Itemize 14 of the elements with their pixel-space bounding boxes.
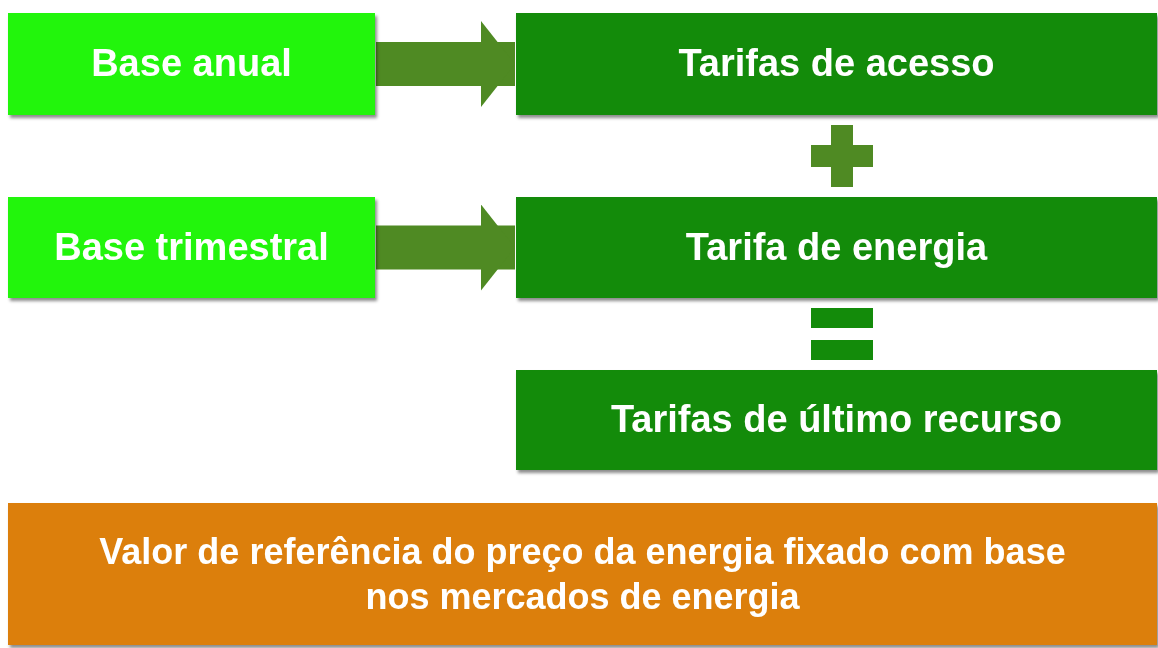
box-label: Tarifa de energia — [685, 224, 988, 270]
box-label: Valor de referência do preço da energia fixado com base nos mercados de energia — [98, 530, 1067, 619]
block-arrow — [376, 21, 515, 107]
box-label: Base anual — [91, 41, 292, 87]
input-box — [8, 13, 375, 115]
tariff-box — [516, 370, 1157, 470]
reference-box — [8, 503, 1157, 645]
box-label: Tarifas de último recurso — [610, 397, 1063, 443]
input-box — [8, 197, 375, 298]
block-arrow — [376, 204, 515, 291]
tariff-box — [516, 13, 1157, 115]
box-label: Base trimestral — [54, 224, 329, 270]
box-label: Tarifas de acesso — [678, 41, 995, 87]
tariff-box — [516, 197, 1157, 298]
